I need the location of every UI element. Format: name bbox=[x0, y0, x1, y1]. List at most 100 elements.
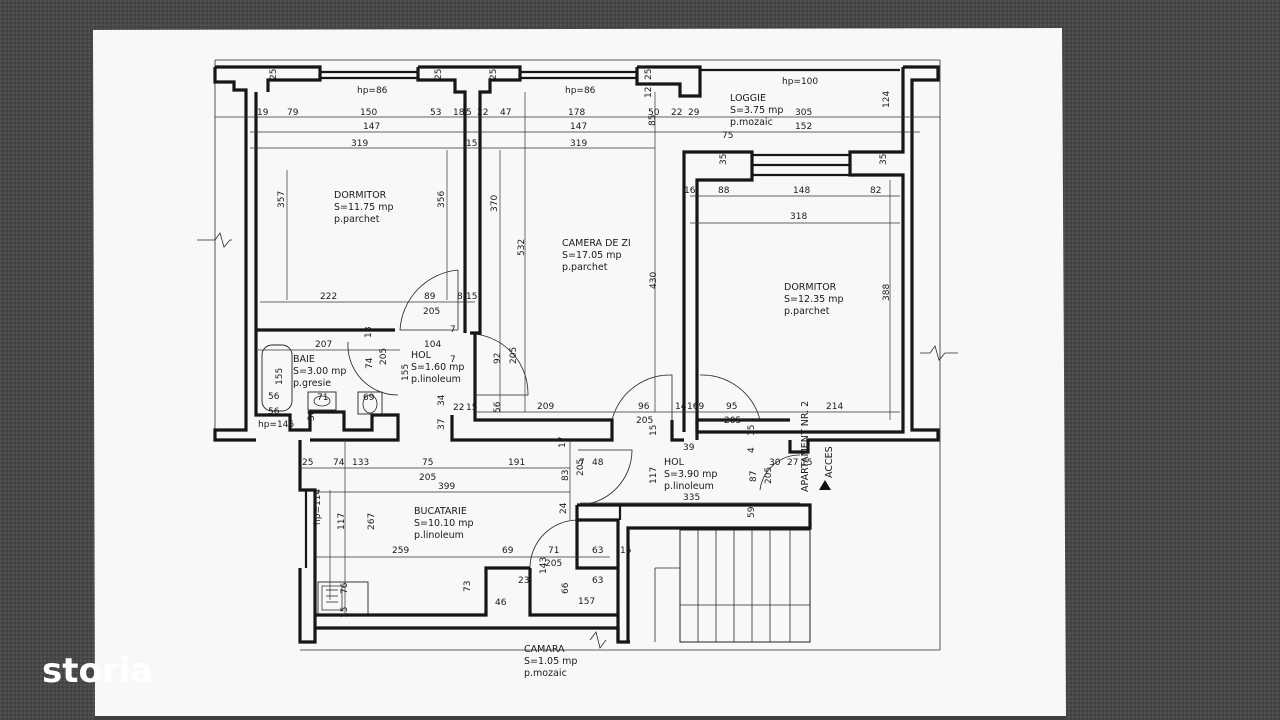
dim-label: 209 bbox=[537, 402, 554, 412]
dim-label: 25 bbox=[644, 69, 654, 80]
dim-label: 18 bbox=[364, 326, 374, 338]
dim-label: 25 bbox=[489, 69, 499, 80]
dim-label: 50 bbox=[648, 108, 660, 118]
dim-label: 318 bbox=[790, 212, 807, 222]
bathroom-fixtures bbox=[261, 344, 383, 415]
dim-label: 370 bbox=[490, 195, 500, 212]
room-bucatarie: BUCATARIE S=10.10 mp p.linoleum bbox=[414, 506, 474, 541]
dim-label: 88 bbox=[718, 186, 730, 196]
room-area: S=1.60 mp bbox=[411, 362, 464, 373]
room-name: CAMERA DE ZI bbox=[562, 238, 631, 249]
room-floor: p.linoleum bbox=[411, 374, 461, 385]
dim-label: 205 bbox=[509, 347, 519, 364]
dim-label: 143 bbox=[539, 557, 549, 574]
dim-label: 222 bbox=[320, 292, 337, 302]
dim-label: 214 bbox=[826, 402, 843, 412]
dim-label: 267 bbox=[367, 513, 377, 530]
break-marks bbox=[197, 232, 958, 649]
dim-label: 63 bbox=[592, 546, 603, 556]
room-area: S=3.00 mp bbox=[293, 366, 346, 377]
room-floor: p.mozaic bbox=[524, 668, 567, 679]
dim-label: 430 bbox=[649, 272, 659, 289]
dim-label: 46 bbox=[495, 598, 507, 608]
dim-label: 71 bbox=[548, 546, 559, 556]
dim-label: 15 bbox=[466, 139, 477, 149]
dim-label: 357 bbox=[277, 191, 287, 208]
room-name: HOL bbox=[664, 457, 685, 468]
dim-label: 75 bbox=[722, 131, 733, 141]
dim-label: 96 bbox=[638, 402, 650, 412]
dim-label: 83 bbox=[561, 470, 571, 481]
dim-label: 25 bbox=[434, 69, 444, 80]
dim-label: 15 bbox=[649, 425, 659, 436]
dim-label: 14 bbox=[675, 402, 687, 412]
paper-sheet bbox=[93, 28, 1066, 716]
dim-label: 76 bbox=[340, 582, 350, 594]
room-name: BAIE bbox=[293, 354, 315, 365]
dim-label: 74 bbox=[333, 458, 345, 468]
dimension-lines bbox=[215, 92, 940, 615]
dim-label: hp=100 bbox=[782, 77, 818, 87]
dim-label: 124 bbox=[882, 91, 892, 108]
dim-label: 27 bbox=[787, 458, 798, 468]
dim-label: 59 bbox=[747, 506, 757, 518]
room-floor: p.parchet bbox=[562, 262, 608, 273]
dim-label: 191 bbox=[508, 458, 525, 468]
dim-label: 82 bbox=[870, 186, 881, 196]
dim-label: 399 bbox=[438, 482, 455, 492]
dim-label: 53 bbox=[430, 108, 441, 118]
room-name: DORMITOR bbox=[334, 190, 387, 201]
dim-label: 117 bbox=[649, 467, 659, 484]
dim-label: 37 bbox=[437, 419, 447, 430]
door-swings bbox=[347, 269, 801, 569]
dim-label: 157 bbox=[578, 597, 595, 607]
dim-label: 17 bbox=[558, 437, 568, 448]
dim-label: hp=86 bbox=[565, 86, 596, 96]
dim-label: 117 bbox=[337, 513, 347, 530]
access-arrow-icon bbox=[819, 480, 831, 490]
room-loggie: LOGGIE S=3.75 mp p.mozaic bbox=[730, 93, 783, 128]
room-dormitor-left: DORMITOR S=11.75 mp p.parchet bbox=[334, 190, 394, 225]
dim-label: 92 bbox=[493, 353, 503, 364]
kitchen-sink bbox=[317, 581, 369, 615]
dim-label: 22 bbox=[671, 108, 682, 118]
dim-label: 319 bbox=[570, 139, 587, 149]
dim-label: 63 bbox=[592, 576, 603, 586]
dim-label: 30 bbox=[307, 409, 317, 421]
plan-frame bbox=[214, 59, 941, 651]
dim-label: 34 bbox=[437, 394, 447, 406]
dim-label: 15 bbox=[466, 292, 477, 302]
room-labels: DORMITOR S=11.75 mp p.parchet CAMERA DE … bbox=[293, 93, 844, 679]
dim-label: 66 bbox=[561, 582, 571, 594]
dim-label: 35 bbox=[879, 154, 889, 165]
dim-label: 335 bbox=[683, 493, 700, 503]
access-apartment: APARTAMENT NR. 2 bbox=[800, 401, 811, 492]
room-area: S=3.90 mp bbox=[664, 469, 717, 480]
access-label: ACCES bbox=[824, 446, 835, 478]
dim-label: 74 bbox=[365, 357, 375, 369]
paper-shadow bbox=[95, 716, 1066, 720]
room-area: S=17.05 mp bbox=[562, 250, 622, 261]
dim-label: 104 bbox=[424, 340, 441, 350]
dim-label: 19 bbox=[257, 108, 269, 118]
dim-label: 155 bbox=[275, 368, 285, 385]
room-floor: p.gresie bbox=[293, 378, 331, 389]
dim-label: 5 bbox=[466, 108, 472, 118]
room-dormitor-right: DORMITOR S=12.35 mp p.parchet bbox=[784, 282, 844, 317]
dim-label: 15 bbox=[340, 607, 350, 618]
dim-label: 205 bbox=[545, 559, 562, 569]
dim-label: 23 bbox=[518, 576, 529, 586]
dim-label: 48 bbox=[592, 458, 604, 468]
dim-label: 29 bbox=[688, 108, 700, 118]
room-name: CAMARA bbox=[524, 644, 565, 655]
room-floor: p.mozaic bbox=[730, 117, 773, 128]
dim-label: 15 bbox=[620, 546, 631, 556]
dim-label: 69 bbox=[363, 393, 375, 403]
room-baie: BAIE S=3.00 mp p.gresie bbox=[293, 354, 346, 389]
dim-label: 4 bbox=[747, 447, 757, 453]
dim-label: hp=114 bbox=[313, 489, 323, 525]
dim-label: 24 bbox=[559, 502, 569, 514]
dim-label: 56 bbox=[268, 407, 280, 417]
room-area: S=12.35 mp bbox=[784, 294, 844, 305]
